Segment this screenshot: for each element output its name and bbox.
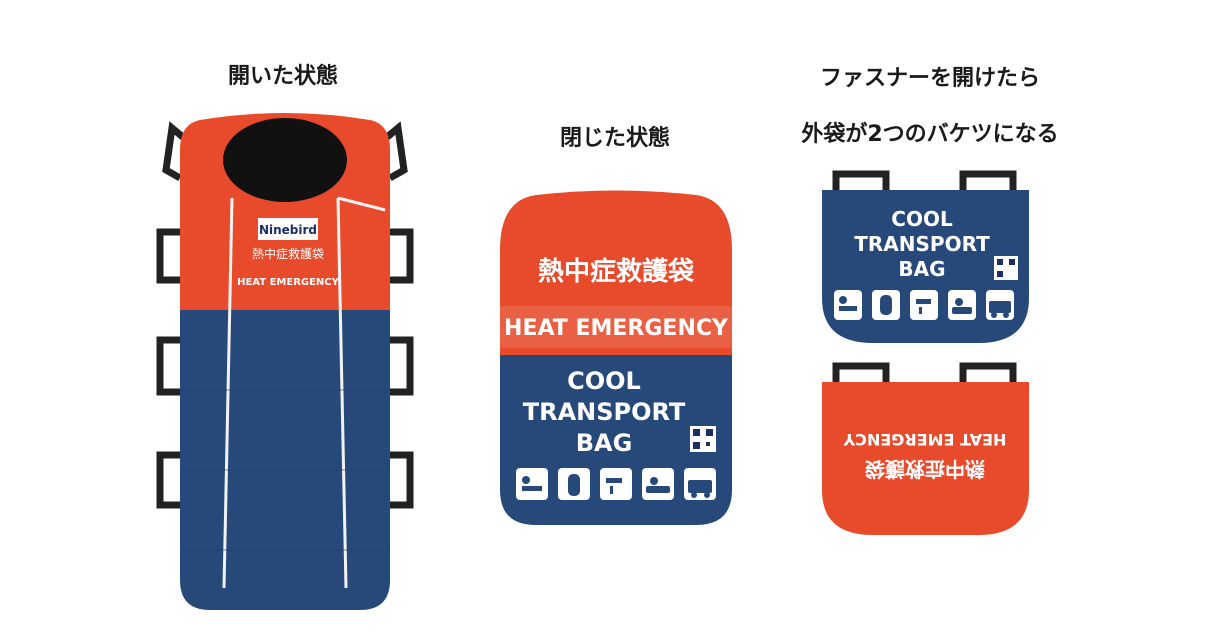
bucket-red-name-jp: 熱中症救護袋 [864,457,985,481]
closed-bag-cool-line3: BAG [576,429,633,457]
lying-person-icon [516,468,548,500]
closed-bag-cool-line1: COOL [567,367,641,395]
caption-unzipped-line1: ファスナーを開けたら [819,66,1040,91]
water-tap-icon [910,290,938,320]
open-bag-brand: Ninebird [259,223,317,237]
bucket-blue-line2: TRANSPORT [854,232,990,256]
bucket-red-illustration: HEAT EMERGENCY 熱中症救護袋 [822,362,1029,535]
open-bag-handles [156,121,414,509]
open-bag-lower-body [180,310,390,610]
caption-unzipped-line2: 外袋が2つのバケツになる [801,122,1059,147]
bath-icon [948,290,976,320]
water-tap-icon [600,468,632,500]
closed-bag-pictograms [516,468,716,500]
closed-bag-upper [500,190,732,355]
closed-bag-illustration: 熱中症救護袋 HEAT EMERGENCY COOL TRANSPORT BAG [500,190,732,525]
lying-person-icon [834,290,862,320]
closed-bag-cool-line2: TRANSPORT [523,398,686,426]
bucket-blue-illustration: COOL TRANSPORT BAG [822,170,1029,343]
bucket-red-body [822,382,1029,535]
open-bag-illustration: Ninebird 熱中症救護袋 HEAT EMERGENCY [156,113,414,610]
closed-bag-name-en: HEAT EMERGENCY [504,316,729,341]
open-bag-name-en: HEAT EMERGENCY [237,277,340,288]
closed-bag-name-jp: 熱中症救護袋 [538,256,695,287]
bucket-red-name-en: HEAT EMERGENCY [843,430,1006,449]
open-bag-brand-patch [258,218,318,240]
caption-open-state: 開いた状態 [227,64,338,89]
bath-icon [642,468,674,500]
caption-closed-state: 閉じた状態 [559,126,670,151]
bucket-blue-line3: BAG [898,257,945,281]
open-bag-head-opening [223,118,347,202]
open-bag-name-jp: 熱中症救護袋 [252,246,324,261]
bucket-blue-line1: COOL [891,207,953,231]
bucket-blue-pictograms [834,290,1014,320]
